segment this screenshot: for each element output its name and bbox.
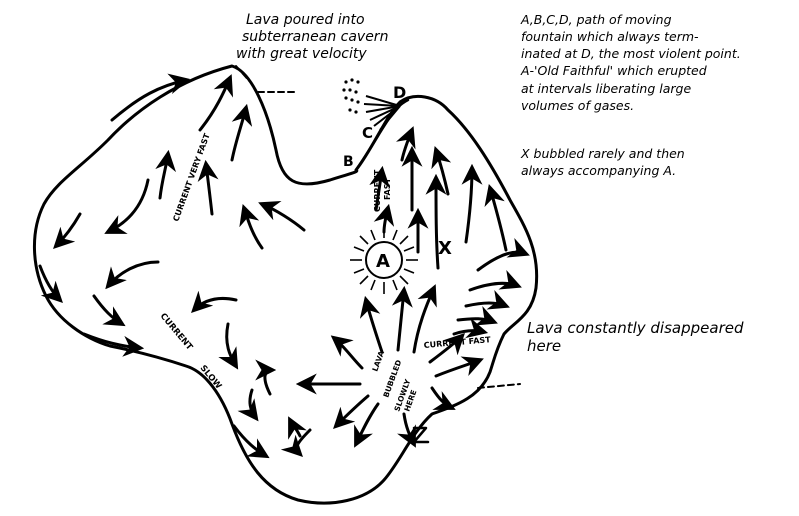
flow-arrow xyxy=(227,324,236,366)
flow-arrow xyxy=(262,204,304,230)
x-note-line-2: always accompanying A. xyxy=(521,163,676,178)
legend-line-6: volumes of gases. xyxy=(521,98,634,113)
flow-arrow xyxy=(200,78,230,130)
flow-arrow xyxy=(40,266,60,300)
flow-arrow xyxy=(112,80,186,120)
flow-arrow xyxy=(206,164,212,214)
point-b-label: B xyxy=(343,154,354,170)
x-note-line-1: X bubbled rarely and then xyxy=(520,146,685,161)
flow-arrow xyxy=(160,154,168,198)
current-fast-vertical-label-1: CURRENT xyxy=(373,169,382,212)
bubbled-label-1: LAVA xyxy=(370,350,386,373)
flow-arrow xyxy=(478,252,526,270)
flow-arrow xyxy=(436,360,480,376)
flow-arrow xyxy=(194,298,236,310)
flow-arrow xyxy=(244,208,262,248)
flow-arrow xyxy=(250,390,256,418)
legend-line-1: A,B,C,D, path of moving xyxy=(520,12,672,27)
flow-arrow xyxy=(108,262,158,286)
current-fast-right-label: CURRENT FAST xyxy=(423,335,491,350)
flow-arrow xyxy=(490,188,506,250)
flow-arrow xyxy=(232,108,246,160)
current-fast-vertical-label-2: FAST xyxy=(383,178,392,201)
flow-arrow xyxy=(94,296,122,324)
flow-arrow xyxy=(466,168,472,242)
disappear-note-line-2: here xyxy=(527,337,561,355)
cavern-note-line-1: Lava poured into xyxy=(246,12,365,28)
point-c-label: C xyxy=(362,124,373,142)
flow-arrow xyxy=(404,414,414,444)
flow-arrow xyxy=(458,319,494,322)
point-a-label: A xyxy=(376,251,390,272)
flow-arrow xyxy=(436,150,448,194)
flow-arrow xyxy=(398,290,404,350)
disappear-note-line-1: Lava constantly disappeared xyxy=(527,319,744,337)
flow-arrow xyxy=(56,214,80,246)
legend-line-3: inated at D, the most violent point. xyxy=(521,46,741,61)
flow-arrow xyxy=(466,303,506,306)
legend-line-4: A-'Old Faithful' which erupted xyxy=(520,63,707,78)
flow-arrow xyxy=(470,283,518,290)
legend-line-2: fountain which always term- xyxy=(521,29,699,44)
cavern-note-line-3: with great velocity xyxy=(236,46,367,62)
legend-line-5: at intervals liberating large xyxy=(521,81,691,96)
flow-arrow xyxy=(290,420,300,436)
flow-arrow xyxy=(334,338,362,368)
current-very-fast-label: CURRENT VERY FAST xyxy=(171,132,211,223)
current-slow-label-1: CURRENT xyxy=(158,312,195,353)
flow-arrow xyxy=(108,180,148,232)
current-slow-label-2: SLOW xyxy=(198,364,224,392)
point-x-label: X xyxy=(438,238,452,259)
point-d-label: D xyxy=(393,83,406,102)
cavern-leader-line xyxy=(236,66,296,92)
flow-arrow xyxy=(454,331,484,334)
flow-arrow xyxy=(336,396,368,426)
flow-arrow xyxy=(366,300,382,352)
flow-arrow xyxy=(265,370,272,394)
cavern-note-line-2: subterranean cavern xyxy=(242,29,388,45)
flow-arrow xyxy=(432,388,452,408)
fountain-droplets xyxy=(342,78,359,113)
flow-arrow xyxy=(356,404,378,444)
